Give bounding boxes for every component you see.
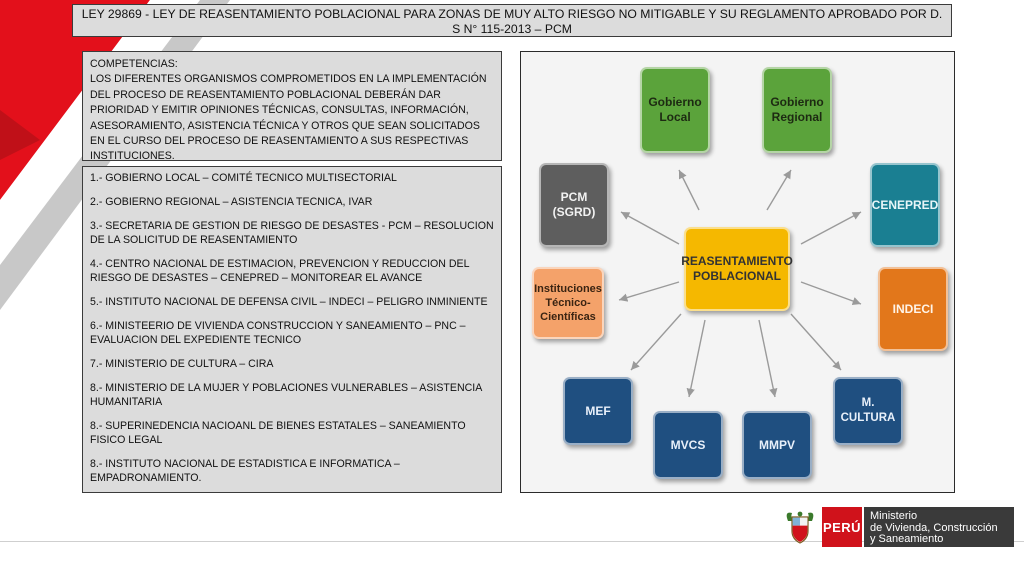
node-mef: MEF bbox=[563, 377, 633, 445]
list-item: 1.- GOBIERNO LOCAL – COMITÉ TECNICO MULT… bbox=[90, 172, 397, 184]
node-label: Gobierno Local bbox=[648, 95, 702, 124]
peru-label: PERÚ bbox=[822, 507, 862, 547]
competencias-heading: COMPETENCIAS: bbox=[90, 58, 178, 70]
node-indeci: INDECI bbox=[878, 267, 948, 351]
node-label: MVCS bbox=[670, 437, 706, 452]
page-title: LEY 29869 - LEY DE REASENTAMIENTO POBLAC… bbox=[72, 4, 952, 37]
ministry-name: Ministerio de Vivienda, Construcción y S… bbox=[864, 507, 1014, 547]
center-node-label: REASENTAMIENTO POBLACIONAL bbox=[681, 254, 793, 283]
diagram-panel: REASENTAMIENTO POBLACIONAL Gobierno Loca… bbox=[520, 51, 955, 493]
node-label: MMPV bbox=[759, 437, 795, 452]
page-title-text: LEY 29869 - LEY DE REASENTAMIENTO POBLAC… bbox=[81, 7, 943, 36]
arrow-to-m-cultura bbox=[790, 313, 842, 371]
node-label: INDECI bbox=[892, 301, 934, 316]
coat-of-arms-icon bbox=[786, 511, 814, 544]
red-shadow-stripe bbox=[0, 110, 40, 160]
list-item: 3.- SECRETARIA DE GESTION DE RIESGO DE D… bbox=[90, 220, 494, 246]
node-m-cultura: M. CULTURA bbox=[833, 377, 903, 445]
node-label: Instituciones Técnico- Científicas bbox=[534, 283, 602, 323]
node-label: PCM (SGRD) bbox=[552, 190, 596, 219]
diagram-arrows bbox=[618, 169, 862, 398]
arrow-to-gobierno-regional bbox=[766, 169, 792, 211]
institutions-list-box: 1.- GOBIERNO LOCAL – COMITÉ TECNICO MULT… bbox=[82, 166, 502, 493]
list-item: 5.- INSTITUTO NACIONAL DE DEFENSA CIVIL … bbox=[90, 296, 488, 308]
node-label: M. CULTURA bbox=[840, 397, 896, 424]
arrow-to-mmpv bbox=[758, 319, 778, 398]
arrow-to-pcm bbox=[620, 211, 680, 245]
list-item: 2.- GOBIERNO REGIONAL – ASISTENCIA TECNI… bbox=[90, 196, 373, 208]
list-item: 8.- SUPERINEDENCIA NACIOANL DE BIENES ES… bbox=[90, 420, 466, 446]
list-item: 8.- INSTITUTO NACIONAL DE ESTADISTICA E … bbox=[90, 458, 400, 484]
node-mmpv: MMPV bbox=[742, 411, 812, 479]
node-label: MEF bbox=[585, 403, 611, 418]
arrow-to-gobierno-local bbox=[678, 169, 700, 211]
center-node-reasentamiento: REASENTAMIENTO POBLACIONAL bbox=[681, 227, 793, 311]
node-gobierno-local: Gobierno Local bbox=[640, 67, 710, 153]
node-instituciones-tecnico-cientificas: Instituciones Técnico- Científicas bbox=[532, 267, 604, 339]
node-pcm: PCM (SGRD) bbox=[539, 163, 609, 247]
competencias-body: LOS DIFERENTES ORGANISMOS COMPROMETIDOS … bbox=[90, 73, 487, 161]
node-label: CENEPRED bbox=[871, 197, 939, 212]
arrow-to-indeci bbox=[800, 281, 862, 306]
node-gobierno-regional: Gobierno Regional bbox=[762, 67, 832, 153]
list-item: 7.- MINISTERIO DE CULTURA – CIRA bbox=[90, 358, 274, 370]
node-label: Gobierno Regional bbox=[770, 95, 824, 124]
institutions-list: 1.- GOBIERNO LOCAL – COMITÉ TECNICO MULT… bbox=[90, 171, 494, 485]
footer-divider bbox=[0, 541, 1024, 542]
arrow-to-instituciones bbox=[618, 281, 680, 302]
competencias-box: COMPETENCIAS: LOS DIFERENTES ORGANISMOS … bbox=[82, 51, 502, 161]
list-item: 6.- MINISTEERIO DE VIVIENDA CONSTRUCCION… bbox=[90, 320, 466, 346]
arrow-to-mvcs bbox=[686, 319, 706, 398]
list-item: 4.- CENTRO NACIONAL DE ESTIMACION, PREVE… bbox=[90, 258, 470, 284]
arrow-to-mef bbox=[630, 313, 682, 371]
ministry-logo: PERÚ Ministerio de Vivienda, Construcció… bbox=[780, 505, 1020, 551]
node-cenepred: CENEPRED bbox=[870, 163, 940, 247]
arrow-to-cenepred bbox=[800, 211, 862, 245]
list-item: 8.- MINISTERIO DE LA MUJER Y POBLACIONES… bbox=[90, 382, 482, 408]
node-mvcs: MVCS bbox=[653, 411, 723, 479]
